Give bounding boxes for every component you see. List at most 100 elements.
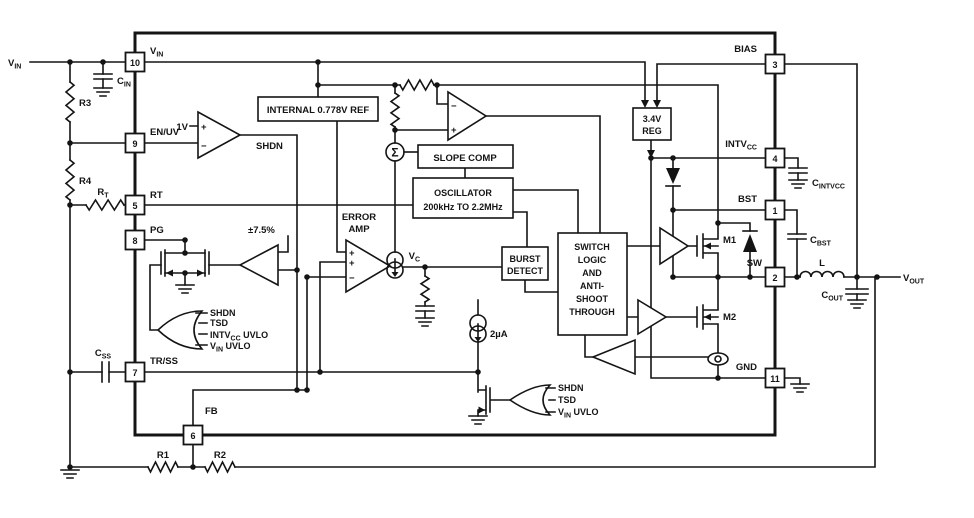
capacitor-cbst bbox=[787, 233, 807, 240]
current-sense-amp bbox=[590, 338, 636, 376]
pin9-name: EN/UV bbox=[150, 127, 180, 138]
capacitor-cout bbox=[845, 288, 869, 295]
burst-label: BURST bbox=[510, 254, 542, 264]
top-gate-driver bbox=[659, 226, 690, 266]
cout-label: COUT bbox=[821, 290, 843, 303]
internal-ref-block: INTERNAL 0.778V REF bbox=[257, 96, 379, 122]
cin-label: CIN bbox=[117, 76, 131, 89]
pin-2: 2 bbox=[764, 266, 786, 288]
svg-text:2: 2 bbox=[772, 273, 777, 283]
capacitor-cintvcc bbox=[788, 167, 808, 174]
switch-logic-line: LOGIC bbox=[578, 255, 607, 265]
pin11-name: GND bbox=[736, 362, 757, 373]
one-volt-label: 1V bbox=[176, 122, 188, 133]
resistor-rt bbox=[84, 198, 126, 212]
ss-or-input-vin-uvlo: VIN UVLO bbox=[558, 407, 599, 420]
pin5-name: RT bbox=[150, 190, 163, 201]
r2-label: R2 bbox=[214, 450, 226, 461]
pin6-name: FB bbox=[205, 406, 218, 417]
pg-or-input-vin-uvlo: VIN UVLO bbox=[210, 341, 251, 354]
plus-icon: + bbox=[349, 258, 355, 269]
pin2-name: SW bbox=[747, 258, 762, 269]
svg-text:7: 7 bbox=[132, 368, 137, 378]
svg-text:5: 5 bbox=[132, 201, 137, 211]
pin-8: 8 bbox=[124, 229, 146, 251]
oscillator-range-label: 200kHz TO 2.2MHz bbox=[423, 202, 503, 212]
wires bbox=[29, 61, 901, 468]
error-amp: + + − bbox=[345, 238, 404, 294]
ldo-reg-block: 3.4V REG bbox=[632, 107, 672, 141]
m1-body-arrow-icon bbox=[704, 242, 711, 250]
svg-text:1: 1 bbox=[772, 206, 777, 216]
pin-10: 10 bbox=[124, 51, 146, 73]
pin1-name: BST bbox=[738, 194, 757, 205]
pg-pulldown-fets bbox=[160, 249, 210, 277]
sigma-icon: Σ bbox=[391, 146, 398, 160]
ss-reset-or-gate bbox=[508, 384, 556, 416]
pin-5: 5 bbox=[124, 194, 146, 216]
detect-label: DETECT bbox=[507, 266, 544, 276]
current-sensor-icon bbox=[707, 352, 729, 366]
pg-or-input-intvcc-uvlo: INTVCC UVLO bbox=[210, 330, 268, 343]
minus-icon: − bbox=[451, 101, 457, 112]
two-ua-label: 2µA bbox=[490, 329, 508, 340]
switch-logic-line: THROUGH bbox=[569, 307, 615, 317]
svg-text:8: 8 bbox=[132, 236, 137, 246]
ss-or-input-shdn: SHDN bbox=[558, 383, 584, 393]
ss-or-input-tsd: TSD bbox=[558, 395, 577, 405]
current-comparator: − + bbox=[447, 90, 488, 142]
enable-comparator: + − bbox=[197, 110, 242, 160]
pm75-label: ±7.5% bbox=[248, 225, 275, 236]
sigma-summer: Σ bbox=[385, 142, 405, 162]
vc-label: VC bbox=[409, 251, 420, 264]
resistor-r3 bbox=[64, 80, 76, 124]
plus-icon: + bbox=[451, 125, 457, 136]
oscillator-label: OSCILLATOR bbox=[434, 188, 492, 198]
switch-logic-block: SWITCH LOGIC AND ANTI- SHOOT THROUGH bbox=[557, 232, 628, 336]
pg-fault-or-gate bbox=[156, 310, 208, 350]
burst-detect-block: BURST DETECT bbox=[501, 246, 549, 281]
plus-icon: + bbox=[201, 122, 207, 133]
pin-11: 11 bbox=[764, 367, 786, 389]
switch-logic-line: SWITCH bbox=[574, 242, 610, 252]
plus-icon: + bbox=[349, 248, 355, 259]
oscillator-block: OSCILLATOR 200kHz TO 2.2MHz bbox=[412, 177, 514, 219]
m2-body-arrow-icon bbox=[704, 313, 711, 321]
resistor-r2 bbox=[203, 460, 237, 474]
pin-7: 7 bbox=[124, 361, 146, 383]
bottom-gate-driver bbox=[637, 298, 668, 336]
svg-text:3: 3 bbox=[772, 60, 777, 70]
r3-label: R3 bbox=[79, 98, 91, 109]
m1-body-diode bbox=[742, 230, 758, 252]
resistor-vc-comp bbox=[419, 274, 431, 304]
pin3-name: BIAS bbox=[734, 44, 757, 55]
capacitor-css bbox=[101, 361, 110, 383]
svg-text:11: 11 bbox=[770, 374, 780, 384]
m1-label: M1 bbox=[723, 235, 737, 246]
shdn-label: SHDN bbox=[256, 141, 283, 152]
error-amp-label: ERROR bbox=[342, 212, 376, 223]
resistor-sense bbox=[398, 78, 436, 92]
inductor-l bbox=[799, 270, 845, 278]
r4-label: R4 bbox=[79, 176, 92, 187]
pg-or-input-tsd: TSD bbox=[210, 318, 229, 328]
m2-label: M2 bbox=[723, 312, 736, 323]
pin4-name: INTVCC bbox=[725, 139, 757, 152]
svg-text:4: 4 bbox=[772, 154, 777, 164]
junction-dots bbox=[67, 59, 880, 470]
pin-3: 3 bbox=[764, 53, 786, 75]
svg-text:9: 9 bbox=[132, 139, 137, 149]
pin10-name: VIN bbox=[150, 46, 163, 59]
vin-terminal-label: VIN bbox=[8, 58, 21, 71]
capacitor-vc bbox=[415, 305, 435, 312]
switch-logic-line: AND bbox=[582, 268, 602, 278]
slope-comp-label: SLOPE COMP bbox=[433, 153, 497, 164]
l-label: L bbox=[819, 258, 825, 269]
current-source-2ua bbox=[469, 314, 487, 343]
cintvcc-label: CINTVCC bbox=[812, 178, 845, 191]
pin7-name: TR/SS bbox=[150, 356, 178, 367]
nmos-body-arrow-icon bbox=[478, 406, 485, 414]
pin-4: 4 bbox=[764, 147, 786, 169]
